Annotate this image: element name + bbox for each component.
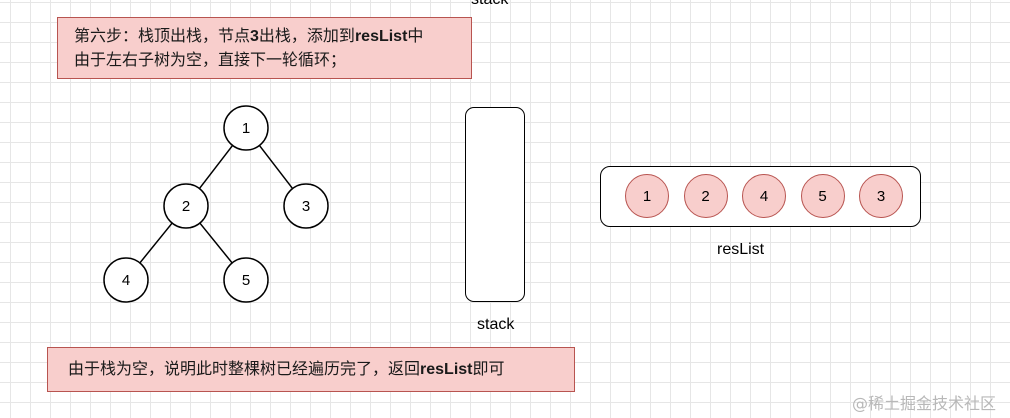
reslist-item-3: 3: [859, 174, 903, 218]
tree-node-1: 1: [223, 105, 269, 151]
tree-edge-2-5: [199, 222, 233, 264]
reslist-item-2: 2: [683, 174, 728, 218]
tree-edge-2-4: [139, 222, 173, 264]
note-bold-text: resList: [420, 361, 473, 378]
note-text: 中: [407, 28, 424, 45]
stack-container: [465, 107, 525, 302]
conclusion-note: 由于栈为空，说明此时整棵树已经遍历完了，返回resList即可: [47, 347, 575, 392]
step-note: 第六步：栈顶出栈，节点3出栈，添加到resList中 由于左右子树为空，直接下一…: [57, 17, 472, 79]
tree-node-label: 4: [122, 272, 130, 289]
note-text: 出栈，添加到: [258, 28, 355, 45]
note-text: 由于栈为空，说明此时整棵树已经遍历完了，返回: [68, 361, 421, 378]
step-note-line-2: 由于左右子树为空，直接下一轮循环；: [74, 52, 347, 69]
tree-node-label: 5: [242, 272, 250, 289]
step-note-line-1: 第六步：栈顶出栈，节点3出栈，添加到resList中: [74, 25, 471, 49]
reslist-item-5: 5: [800, 174, 845, 218]
stack-label: stack: [477, 316, 515, 333]
note-text: 第六步：栈顶出栈，节点: [74, 28, 251, 45]
tree-node-5: 5: [223, 257, 269, 303]
reslist-item-4: 4: [742, 174, 786, 218]
tree-node-label: 2: [182, 198, 190, 215]
reslist-label: resList: [717, 241, 765, 258]
stack-top-label: stack: [471, 0, 508, 9]
tree-node-3: 3: [283, 183, 329, 229]
tree-node-2: 2: [163, 183, 209, 229]
tree-edge-1-2: [198, 144, 234, 190]
reslist-item-1: 1: [625, 174, 669, 218]
tree-node-label: 3: [302, 198, 310, 215]
tree-edge-1-3: [258, 144, 294, 190]
note-bold-text: resList: [354, 28, 408, 45]
watermark: @稀土掘金技术社区: [851, 394, 996, 413]
tree-node-4: 4: [103, 257, 149, 303]
tree-node-label: 1: [242, 120, 250, 137]
note-bold-text: 3: [250, 28, 259, 45]
note-text: 即可: [472, 361, 505, 378]
